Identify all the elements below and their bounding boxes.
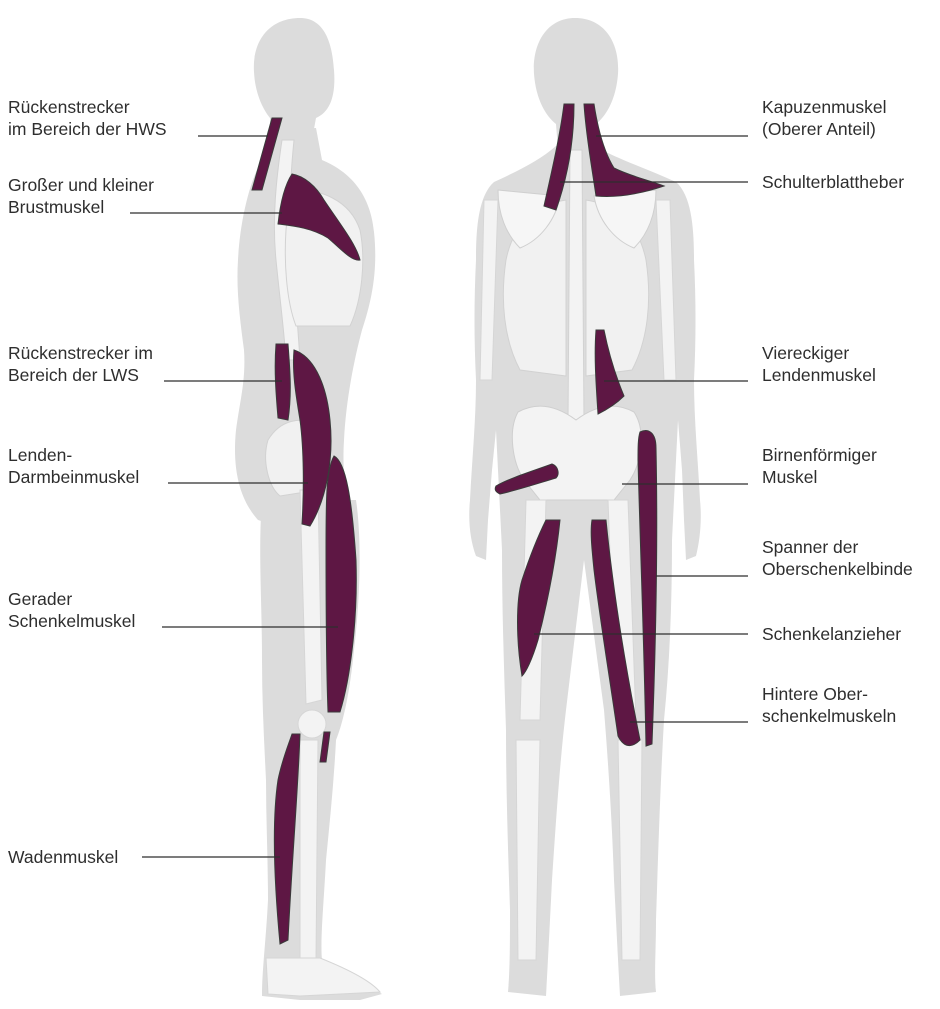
label-line: Birnenförmiger <box>762 444 877 466</box>
label-line: im Bereich der HWS <box>8 118 167 140</box>
label-schenkelanzieher: Schenkelanzieher <box>762 623 901 645</box>
back-head <box>534 18 618 150</box>
label-line: Schenkelanzieher <box>762 623 901 645</box>
side-head <box>254 18 335 140</box>
label-brustmuskel: Großer und kleiner Brustmuskel <box>8 174 154 218</box>
label-gerader-schenkelmuskel: Gerader Schenkelmuskel <box>8 588 135 632</box>
label-line: Spanner der <box>762 536 913 558</box>
back-spine <box>568 150 584 420</box>
label-wadenmuskel: Wadenmuskel <box>8 846 118 868</box>
label-line: Rückenstrecker im <box>8 342 153 364</box>
label-viereckiger-lendenmuskel: Viereckiger Lendenmuskel <box>762 342 876 386</box>
side-knee <box>298 710 326 738</box>
label-line: Rückenstrecker <box>8 96 167 118</box>
label-line: Kapuzenmuskel <box>762 96 887 118</box>
label-line: Viereckiger <box>762 342 876 364</box>
label-line: Oberschenkelbinde <box>762 558 913 580</box>
label-line: Wadenmuskel <box>8 846 118 868</box>
label-line: schenkelmuskeln <box>762 705 896 727</box>
label-line: Großer und kleiner <box>8 174 154 196</box>
label-kapuzenmuskel: Kapuzenmuskel (Oberer Anteil) <box>762 96 887 140</box>
label-line: Bereich der LWS <box>8 364 153 386</box>
label-line: Schulterblattheber <box>762 171 904 193</box>
label-birnenfoermiger-muskel: Birnenförmiger Muskel <box>762 444 877 488</box>
label-schulterblattheber: Schulterblattheber <box>762 171 904 193</box>
label-line: Schenkelmuskel <box>8 610 135 632</box>
label-lenden-darmbeinmuskel: Lenden- Darmbeinmuskel <box>8 444 139 488</box>
label-line: Lendenmuskel <box>762 364 876 386</box>
muscle-rueckenstrecker-lws <box>275 344 290 420</box>
label-line: Gerader <box>8 588 135 610</box>
label-line: (Oberer Anteil) <box>762 118 887 140</box>
label-line: Darmbeinmuskel <box>8 466 139 488</box>
label-line: Lenden- <box>8 444 139 466</box>
side-foot <box>266 958 380 996</box>
label-line: Hintere Ober- <box>762 683 896 705</box>
back-tibia-right <box>618 740 642 960</box>
label-line: Muskel <box>762 466 877 488</box>
label-rueckenstrecker-lws: Rückenstrecker im Bereich der LWS <box>8 342 153 386</box>
label-hintere-oberschenkelmuskeln: Hintere Ober- schenkelmuskeln <box>762 683 896 727</box>
label-spanner-oberschenkelbinde: Spanner der Oberschenkelbinde <box>762 536 913 580</box>
human-back-silhouette <box>469 18 701 996</box>
label-line: Brustmuskel <box>8 196 154 218</box>
back-tibia-left <box>516 740 540 960</box>
muscle-gerader-schenkelmuskel <box>326 456 356 712</box>
label-rueckenstrecker-hws: Rückenstrecker im Bereich der HWS <box>8 96 167 140</box>
side-tibia <box>300 740 318 962</box>
